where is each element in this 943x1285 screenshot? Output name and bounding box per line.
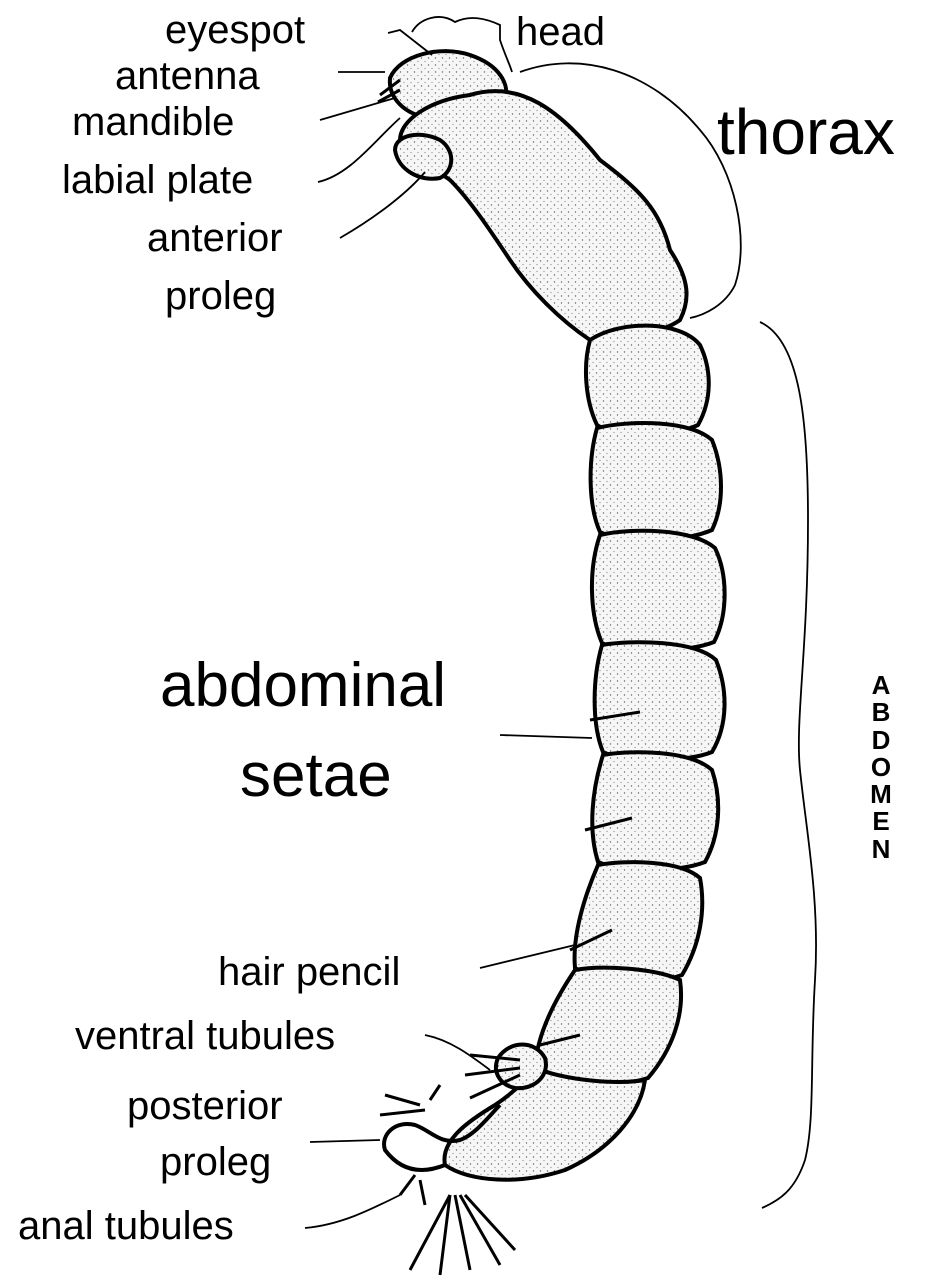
abdominal-segment-8 [444, 1068, 645, 1180]
label-hair-pencil: hair pencil [218, 952, 400, 992]
abdomen-letter: E [866, 808, 896, 835]
abdominal-segment-6 [575, 862, 703, 981]
label-labial-plate: labial plate [62, 160, 253, 200]
abdomen-letter: B [866, 699, 896, 726]
abdomen-letter: O [866, 754, 896, 781]
label-abdominal-setae-2: setae [240, 745, 392, 807]
thorax-segments [400, 91, 687, 340]
label-head: head [516, 12, 605, 52]
label-antenna: antenna [115, 56, 260, 96]
label-anal-tubules: anal tubules [18, 1206, 234, 1246]
label-thorax: thorax [717, 100, 895, 164]
label-anterior-proleg-2: proleg [165, 276, 276, 316]
abdominal-segment-7 [535, 968, 681, 1084]
abdominal-segment-1 [586, 326, 709, 436]
larva-body [384, 51, 725, 1180]
abdomen-letter: A [866, 672, 896, 699]
abdominal-segment-4 [595, 642, 725, 760]
abdomen-letter: N [866, 836, 896, 863]
abdomen-letter: M [866, 781, 896, 808]
label-abdomen-vertical: A B D O M E N [866, 672, 896, 863]
abdominal-segment-2 [591, 423, 721, 540]
abdominal-segment-3 [592, 531, 725, 651]
label-eyespot: eyespot [165, 10, 305, 50]
abdominal-segment-5 [592, 752, 718, 870]
label-mandible: mandible [72, 102, 234, 142]
label-anterior-proleg-1: anterior [147, 218, 283, 258]
abdomen-letter: D [866, 727, 896, 754]
label-posterior-proleg-2: proleg [160, 1142, 271, 1182]
label-ventral-tubules: ventral tubules [75, 1016, 335, 1056]
anterior-proleg-lobe [395, 135, 451, 179]
label-abdominal-setae-1: abdominal [160, 655, 446, 717]
label-posterior-proleg-1: posterior [127, 1086, 283, 1126]
